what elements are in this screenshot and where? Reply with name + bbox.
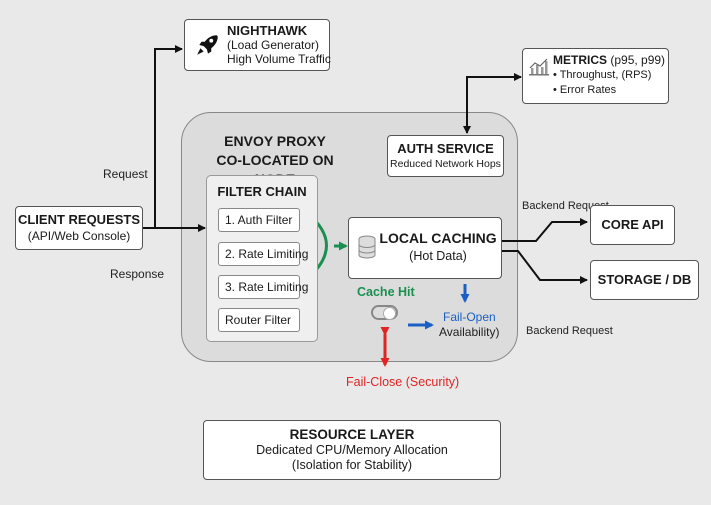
auth-service-title: AUTH SERVICE bbox=[397, 141, 494, 156]
metrics-bullet-throughput: • Throughust, (RPS) bbox=[553, 69, 652, 81]
resource-layer-line1: Dedicated CPU/Memory Allocation bbox=[256, 443, 448, 457]
nighthawk-title: NIGHTHAWK bbox=[227, 23, 308, 38]
metrics-title: METRICS (p95, p99) bbox=[553, 53, 665, 67]
database-icon bbox=[358, 235, 376, 259]
arrow-auth-to-metrics bbox=[466, 73, 522, 133]
request-label: Request bbox=[103, 167, 148, 181]
fail-close-label: Fail-Close (Security) bbox=[346, 375, 460, 389]
storage-db-title: STORAGE / DB bbox=[597, 272, 692, 287]
storage-db-box: STORAGE / DB bbox=[590, 260, 699, 300]
metrics-bullet-error-rates: • Error Rates bbox=[553, 84, 617, 96]
client-requests-box: CLIENT REQUESTS (API/Web Console) bbox=[15, 206, 143, 250]
chart-icon bbox=[529, 58, 549, 76]
core-api-title: CORE API bbox=[601, 217, 664, 232]
backend-request-label-bottom: Backend Request bbox=[526, 325, 613, 337]
arrow-client-to-nighthawk bbox=[154, 45, 183, 228]
availability-label: Availability) bbox=[439, 325, 500, 339]
filter-router: Router Filter bbox=[218, 308, 300, 332]
local-caching-title: LOCAL CACHING bbox=[379, 230, 497, 246]
auth-service-box: AUTH SERVICE Reduced Network Hops bbox=[387, 135, 504, 177]
filter-chain-title: FILTER CHAIN bbox=[217, 184, 307, 199]
backend-request-label-top: Backend Request bbox=[522, 200, 609, 212]
nighthawk-line2: High Volume Traffic bbox=[227, 52, 331, 66]
filter-rate-limiting-2: 2. Rate Limiting bbox=[218, 242, 308, 266]
rocket-icon bbox=[197, 35, 218, 55]
metrics-box: METRICS (p95, p99) • Throughust, (RPS) •… bbox=[522, 48, 669, 104]
response-label: Response bbox=[110, 267, 165, 281]
metrics-title-text: METRICS bbox=[553, 53, 607, 67]
client-requests-title: CLIENT REQUESTS bbox=[17, 212, 141, 227]
filter-rate-limiting-3: 3. Rate Limiting bbox=[218, 275, 308, 299]
toggle-knob bbox=[383, 307, 396, 320]
arrow-cache-to-storage bbox=[502, 250, 588, 284]
envoy-title-line1: ENVOY PROXY bbox=[224, 133, 326, 149]
resource-layer-title: RESOURCE LAYER bbox=[289, 427, 415, 442]
local-caching-box: LOCAL CACHING (Hot Data) bbox=[348, 217, 502, 279]
nighthawk-line1: (Load Generator) bbox=[227, 38, 320, 52]
cache-hit-toggle[interactable] bbox=[371, 305, 398, 320]
core-api-box: CORE API bbox=[590, 205, 675, 245]
client-requests-subtitle: (API/Web Console) bbox=[27, 229, 131, 243]
filter-auth: 1. Auth Filter bbox=[218, 208, 300, 232]
arrow-cache-to-core-api bbox=[502, 218, 588, 242]
nighthawk-box: NIGHTHAWK (Load Generator) High Volume T… bbox=[184, 19, 331, 71]
cache-hit-label: Cache Hit bbox=[357, 285, 415, 299]
resource-layer-box: RESOURCE LAYER Dedicated CPU/Memory Allo… bbox=[203, 420, 501, 480]
fail-open-label: Fail-Open bbox=[443, 310, 496, 324]
resource-layer-line2: (Isolation for Stability) bbox=[291, 458, 413, 472]
auth-service-subtitle: Reduced Network Hops bbox=[390, 158, 501, 170]
local-caching-subtitle: (Hot Data) bbox=[409, 249, 467, 263]
metrics-title-suffix: (p95, p99) bbox=[610, 53, 666, 67]
